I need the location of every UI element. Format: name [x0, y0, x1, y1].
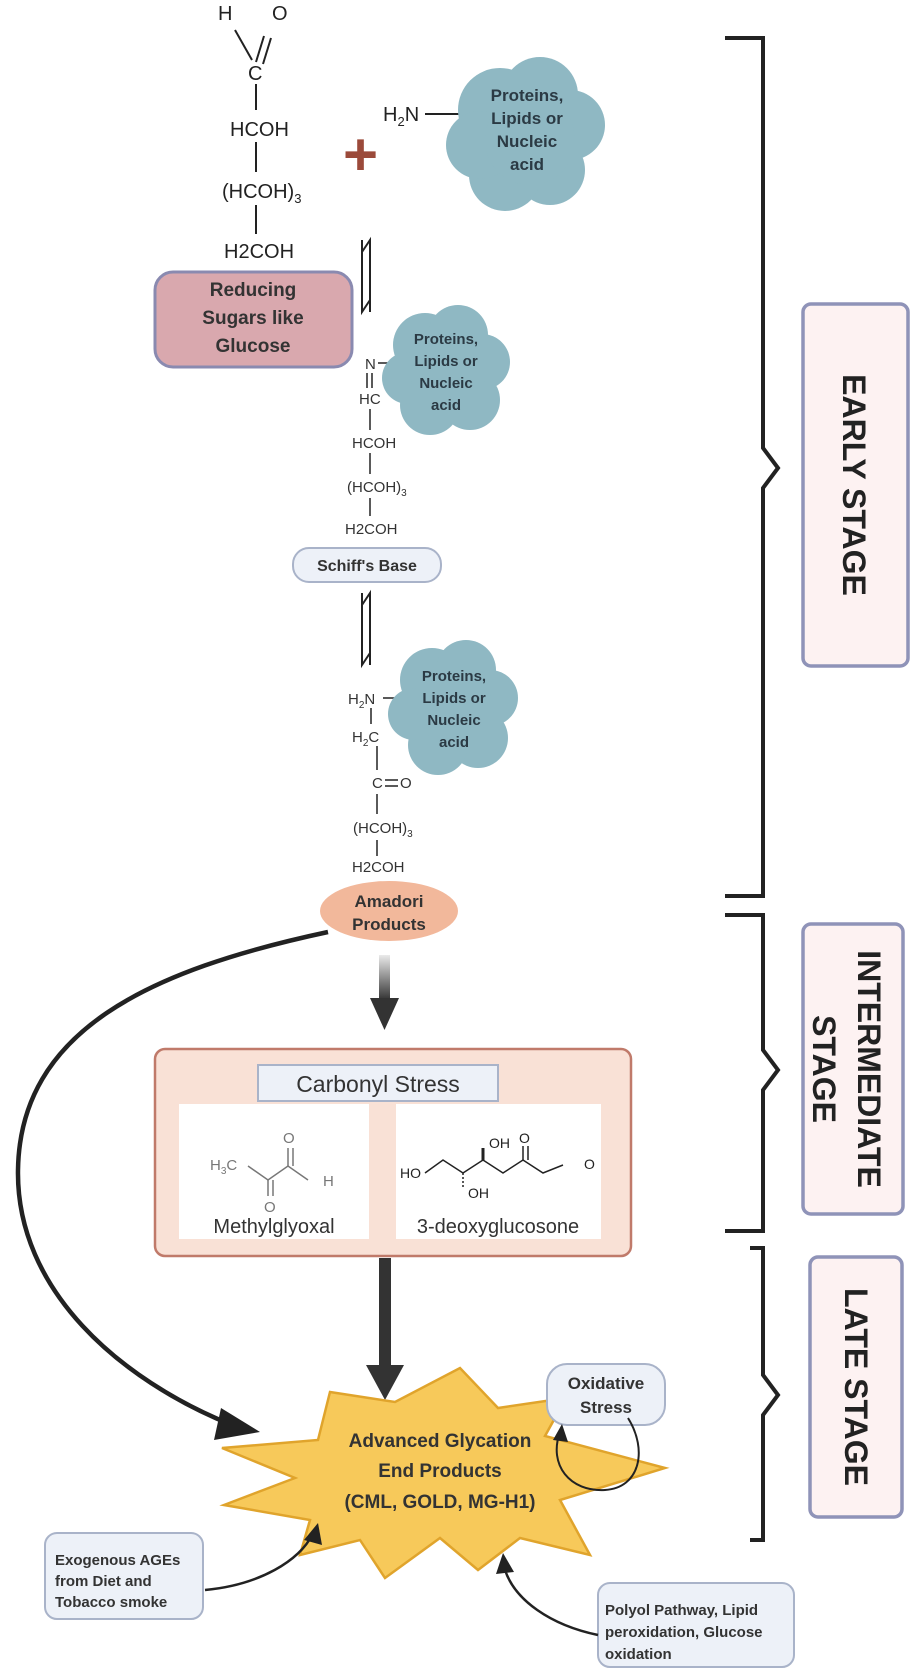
- methylglyoxal-structure: H3C O O H: [210, 1130, 334, 1216]
- late-stage-brace: [750, 1246, 781, 1542]
- ages-burst: Advanced Glycation End Products (CML, GO…: [219, 1366, 670, 1580]
- glucose-c: C: [248, 63, 262, 85]
- exogenous-line-1: Exogenous AGEs: [55, 1552, 180, 1569]
- intermediate-stage-box: INTERMEDIATE STAGE: [801, 922, 905, 1216]
- schiff-base-text: Schiff's Base: [317, 558, 417, 575]
- dg-o1: O: [519, 1130, 530, 1146]
- deoxyglucosone-structure: HO OH OH O O: [400, 1130, 595, 1201]
- arrow-polyol-to-ages: [496, 1553, 599, 1637]
- early-stage-box: EARLY STAGE: [801, 302, 910, 668]
- ages-line-1: Advanced Glycation: [349, 1431, 532, 1452]
- late-stage-text: LATE STAGE: [838, 1288, 874, 1486]
- cloud2-line-3: Nucleic: [419, 375, 472, 392]
- glucose-h2coh: H2COH: [224, 241, 294, 263]
- oxidative-line-2: Stress: [580, 1398, 632, 1417]
- biomolecule-cloud-3: Proteins, Lipids or Nucleic acid: [388, 640, 518, 775]
- cloud1-line-3: Nucleic: [497, 132, 557, 151]
- amadori-h2n: H2N: [348, 691, 375, 711]
- early-stage-brace: [725, 36, 781, 898]
- arrow-carbonyl-to-ages: [366, 1258, 404, 1400]
- cloud1-line-1: Proteins,: [491, 86, 564, 105]
- cloud1-line-2: Lipids or: [491, 109, 563, 128]
- schiff-n: N: [365, 356, 376, 373]
- dg-o2: O: [584, 1156, 595, 1172]
- equilibrium-arrows-1: [361, 236, 371, 316]
- schiff-hc: HC: [359, 391, 381, 408]
- late-stage-box: LATE STAGE: [808, 1255, 904, 1519]
- intermediate-stage-text-1: INTERMEDIATE: [851, 950, 887, 1188]
- biomolecule-cloud-2: Proteins, Lipids or Nucleic acid: [382, 305, 510, 435]
- exogenous-line-2: from Diet and: [55, 1573, 152, 1590]
- carbonyl-stress-box: Carbonyl Stress H3C O O H Methylglyoxal …: [153, 1047, 633, 1258]
- cloud2-line-2: Lipids or: [414, 353, 477, 370]
- amadori-o: O: [400, 775, 412, 792]
- polyol-pathway-label: Polyol Pathway, Lipid peroxidation, Gluc…: [597, 1582, 795, 1668]
- mgo-h3c: H3C: [210, 1157, 237, 1177]
- carbonyl-stress-title: Carbonyl Stress: [296, 1071, 460, 1097]
- cloud3-line-2: Lipids or: [422, 690, 485, 707]
- exogenous-line-3: Tobacco smoke: [55, 1594, 167, 1611]
- polyol-line-2: peroxidation, Glucose: [605, 1624, 763, 1641]
- deoxyglucosone-label: 3-deoxyglucosone: [417, 1216, 579, 1238]
- glucose-h: H: [218, 3, 232, 25]
- early-stage-text: EARLY STAGE: [836, 374, 872, 596]
- dg-oh2: OH: [468, 1185, 489, 1201]
- arrow-amadori-to-ages: [15, 929, 329, 1440]
- amadori-structure: H2N H2C C O (HCOH)3 H2COH: [348, 691, 413, 876]
- amadori-line-1: Amadori: [355, 892, 424, 911]
- biomolecule-cloud-1: Proteins, Lipids or Nucleic acid: [446, 57, 605, 211]
- dg-ho: HO: [400, 1165, 421, 1181]
- cloud3-line-3: Nucleic: [427, 712, 480, 729]
- arrow-exogenous-to-ages: [204, 1523, 322, 1592]
- cloud2-line-1: Proteins,: [414, 331, 478, 348]
- schiff-hcoh3: (HCOH)3: [347, 479, 407, 499]
- cloud3-line-4: acid: [439, 734, 469, 751]
- oxidative-stress-label: Oxidative Stress: [546, 1363, 666, 1426]
- mgo-o2: O: [283, 1130, 295, 1147]
- intermediate-stage-text-2: STAGE: [806, 1015, 842, 1123]
- ages-line-3: (CML, GOLD, MG-H1): [344, 1492, 535, 1513]
- amine-group: H2N: [383, 104, 470, 129]
- glucose-hcoh: HCOH: [230, 119, 289, 141]
- schiff-h2coh: H2COH: [345, 521, 398, 538]
- polyol-line-1: Polyol Pathway, Lipid: [605, 1602, 758, 1619]
- glucose-hcoh3: (HCOH)3: [222, 181, 301, 206]
- cloud3-line-1: Proteins,: [422, 668, 486, 685]
- schiff-hcoh: HCOH: [352, 435, 396, 452]
- oxidative-line-1: Oxidative: [568, 1374, 645, 1393]
- exogenous-ages-label: Exogenous AGEs from Diet and Tobacco smo…: [44, 1532, 204, 1620]
- polyol-line-3: oxidation: [605, 1646, 672, 1663]
- mgo-o1: O: [264, 1199, 276, 1216]
- amadori-hcoh3: (HCOH)3: [353, 820, 413, 840]
- methylglyoxal-label: Methylglyoxal: [213, 1216, 334, 1238]
- amadori-h2coh: H2COH: [352, 859, 405, 876]
- reducing-sugars-line-2: Sugars like: [202, 308, 303, 329]
- arrow-amadori-to-carbonyl: [370, 955, 399, 1030]
- glucose-structure: H O C HCOH (HCOH)3 H2COH: [218, 3, 301, 263]
- plus-sign: +: [343, 121, 378, 188]
- amine-label: H2N: [383, 104, 419, 129]
- reducing-sugars-line-1: Reducing: [210, 280, 297, 301]
- cloud1-line-4: acid: [510, 155, 544, 174]
- oxidative-cycle-arrow: [553, 1417, 640, 1492]
- reducing-sugars-line-3: Glucose: [216, 336, 291, 357]
- equilibrium-arrows-2: [361, 589, 371, 669]
- schiff-base-label: Schiff's Base: [292, 547, 442, 583]
- intermediate-stage-brace: [725, 913, 781, 1233]
- dg-oh1: OH: [489, 1135, 510, 1151]
- glucose-o: O: [272, 3, 288, 25]
- mgo-h: H: [323, 1173, 334, 1190]
- ages-line-2: End Products: [378, 1461, 502, 1482]
- reducing-sugars-box: Reducing Sugars like Glucose: [153, 270, 354, 369]
- cloud2-line-4: acid: [431, 397, 461, 414]
- amadori-c: C: [372, 775, 383, 792]
- amadori-line-2: Products: [352, 915, 426, 934]
- schiff-base-structure: N HC HCOH (HCOH)3 H2COH: [345, 356, 407, 538]
- amadori-products-label: Amadori Products: [320, 881, 458, 941]
- amadori-h2c: H2C: [352, 729, 379, 749]
